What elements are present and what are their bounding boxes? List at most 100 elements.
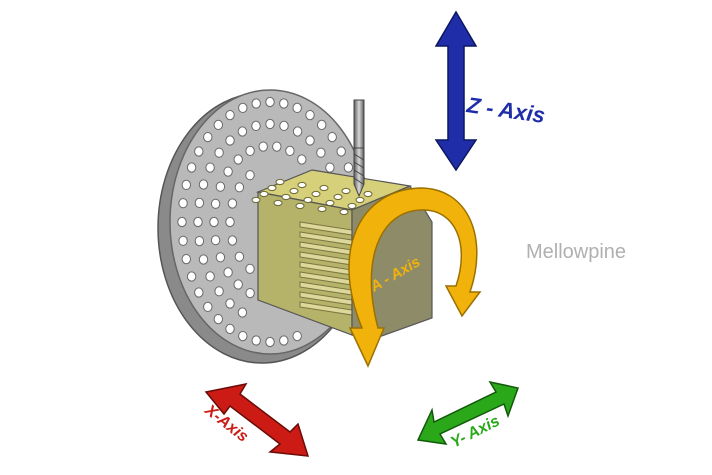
- block-hole: [273, 199, 283, 207]
- block-hole: [289, 187, 299, 195]
- disc-hole: [210, 235, 221, 246]
- disc-hole: [186, 271, 197, 282]
- disc-hole: [234, 182, 245, 193]
- disc-hole: [178, 235, 188, 246]
- y-axis-arrow-shape: [416, 380, 519, 445]
- z-axis-label: Z - Axis: [464, 92, 546, 128]
- block-hole: [317, 205, 327, 213]
- disc-hole: [198, 179, 209, 190]
- block-hole: [341, 187, 351, 195]
- watermark: Mellowpine: [526, 241, 627, 263]
- block-hole: [267, 184, 277, 192]
- x-axis-arrow: [204, 382, 310, 457]
- block-hole: [281, 193, 291, 201]
- disc-hole: [251, 335, 261, 346]
- a-axis-arc-body: [348, 187, 482, 368]
- a-axis-arrow: [348, 187, 482, 368]
- block-hole: [347, 202, 357, 210]
- disc-hole: [215, 252, 226, 263]
- disc-hole: [203, 301, 213, 312]
- disc-hole: [245, 263, 255, 274]
- block-hole: [363, 190, 373, 198]
- disc-hole: [272, 141, 282, 152]
- disc-hole: [237, 126, 248, 137]
- disc-hole: [305, 135, 315, 146]
- disc-hole: [251, 98, 261, 109]
- disc-hole: [225, 110, 235, 121]
- disc-hole: [305, 110, 315, 121]
- disc-hole: [205, 162, 215, 173]
- disc-hole: [210, 198, 221, 209]
- disc-hole: [245, 145, 255, 156]
- block-hole: [251, 196, 261, 204]
- disc-hole: [292, 331, 302, 342]
- disc-hole: [285, 145, 295, 156]
- disc-hole: [181, 179, 192, 190]
- disc-hole: [258, 141, 268, 152]
- block-hole: [333, 193, 343, 201]
- drill-shank: [353, 99, 365, 149]
- disc-hole: [251, 120, 261, 132]
- disc-hole: [336, 146, 346, 157]
- disc-hole: [193, 216, 203, 228]
- disc-hole: [245, 170, 255, 181]
- z-axis-arrow-shape: [434, 10, 478, 172]
- disc-hole: [225, 135, 235, 146]
- block-hole: [339, 208, 349, 216]
- disc-hole: [194, 146, 204, 157]
- disc-hole: [194, 197, 205, 208]
- disc-hole: [237, 307, 248, 318]
- disc-hole: [327, 132, 337, 143]
- block-hole: [325, 199, 335, 207]
- disc-hole: [227, 198, 238, 209]
- block-hole: [355, 196, 365, 204]
- disc-hole: [215, 181, 226, 192]
- x-axis-arrow-shape: [204, 382, 310, 457]
- disc-hole: [203, 132, 213, 143]
- disc-hole: [297, 154, 307, 165]
- disc-hole: [325, 162, 335, 173]
- block-hole: [275, 178, 285, 186]
- block-hole: [303, 196, 313, 204]
- block-hole: [297, 181, 307, 189]
- disc-hole: [225, 323, 235, 334]
- disc-hole: [238, 331, 248, 342]
- disc-hole: [186, 162, 197, 173]
- disc-holes: [177, 96, 354, 348]
- disc-hole: [316, 147, 326, 158]
- block-hole: [319, 184, 329, 192]
- disc-hole: [214, 286, 224, 297]
- disc-hole: [233, 279, 243, 290]
- disc-hole: [223, 166, 233, 177]
- disc-hole: [234, 251, 245, 262]
- disc-hole: [265, 336, 275, 348]
- block-hole: [311, 190, 321, 198]
- disc-hole: [198, 254, 209, 265]
- disc-hole: [279, 120, 289, 132]
- disc-hole: [205, 271, 215, 282]
- disc-hole: [233, 154, 243, 165]
- block-hole: [295, 202, 305, 210]
- disc-hole: [292, 102, 302, 114]
- disc-hole: [213, 119, 224, 131]
- disc-hole: [225, 298, 235, 309]
- block-top-holes: [251, 178, 373, 216]
- disc-hole: [265, 96, 275, 108]
- y-axis-arrow: [416, 380, 519, 445]
- disc-hole: [177, 216, 187, 228]
- disc-hole: [214, 147, 224, 158]
- disc-hole: [227, 235, 238, 246]
- disc-hole: [213, 314, 224, 325]
- disc-hole: [194, 287, 204, 298]
- block-hole: [259, 190, 269, 198]
- disc-hole: [181, 254, 192, 265]
- z-axis-arrow: [434, 10, 478, 172]
- disc-hole: [343, 162, 354, 173]
- disc-hole: [265, 118, 275, 130]
- disc-hole: [225, 216, 235, 228]
- disc-hole: [223, 267, 233, 278]
- disc-hole: [245, 288, 255, 299]
- disc-hole: [178, 198, 188, 209]
- disc-hole: [194, 236, 205, 247]
